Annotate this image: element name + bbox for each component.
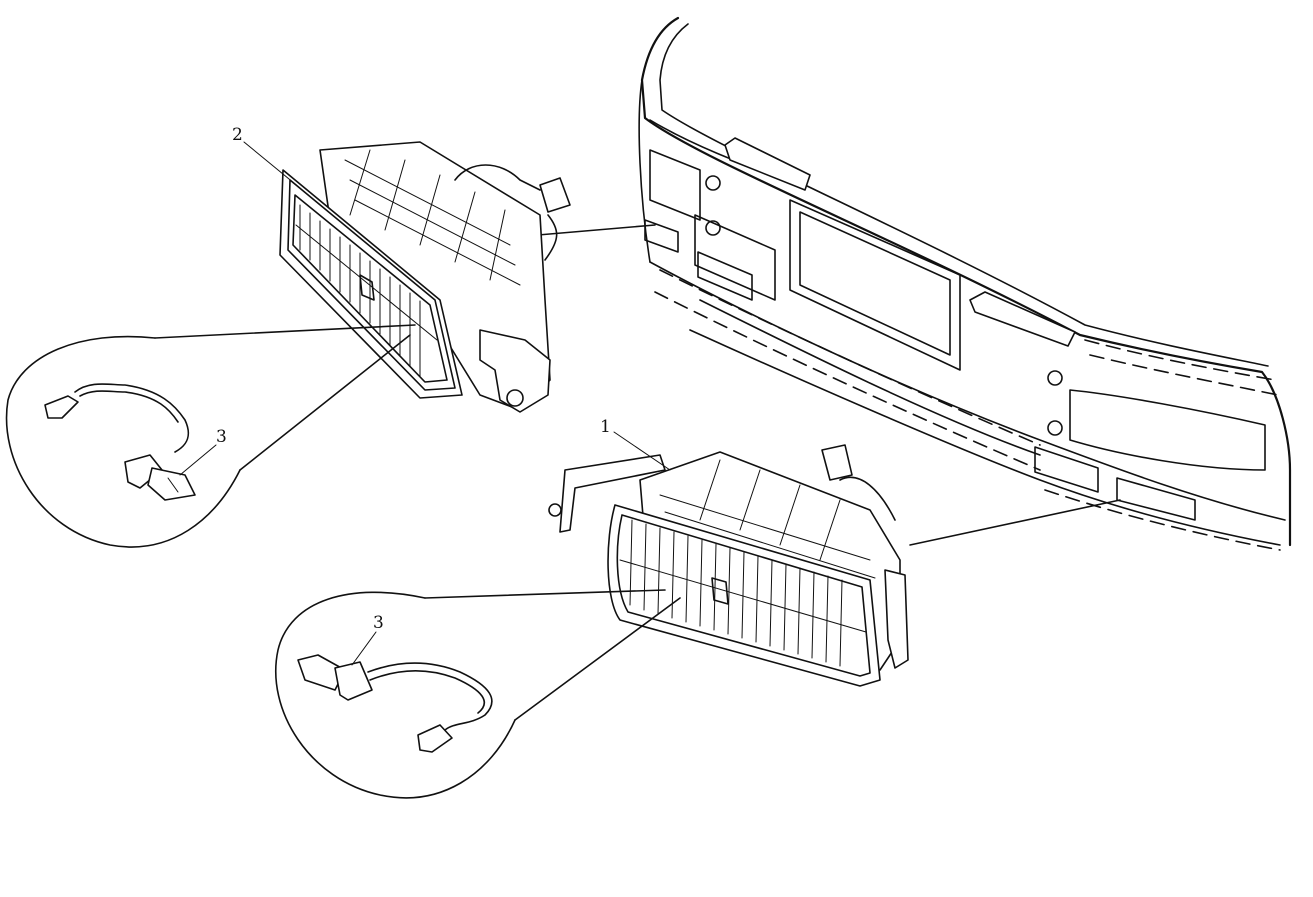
detail-bulb-upper xyxy=(5,324,416,548)
callout-3-upper: 3 xyxy=(179,427,227,476)
callout-1: 1 xyxy=(600,417,671,471)
leader-lamp2-to-bumper xyxy=(537,224,656,236)
callout-2: 2 xyxy=(232,125,301,189)
fog-lamp-2 xyxy=(279,141,571,413)
label-3-lower: 3 xyxy=(373,613,384,633)
label-3-upper: 3 xyxy=(216,427,227,447)
front-bumper xyxy=(638,16,1292,551)
label-2: 2 xyxy=(232,125,243,145)
detail-bulb-lower xyxy=(275,589,681,799)
callout-3-lower: 3 xyxy=(351,613,384,666)
label-1: 1 xyxy=(600,417,611,437)
leader-lamp1-to-bumper xyxy=(909,499,1121,546)
fog-lamp-1 xyxy=(548,444,909,687)
